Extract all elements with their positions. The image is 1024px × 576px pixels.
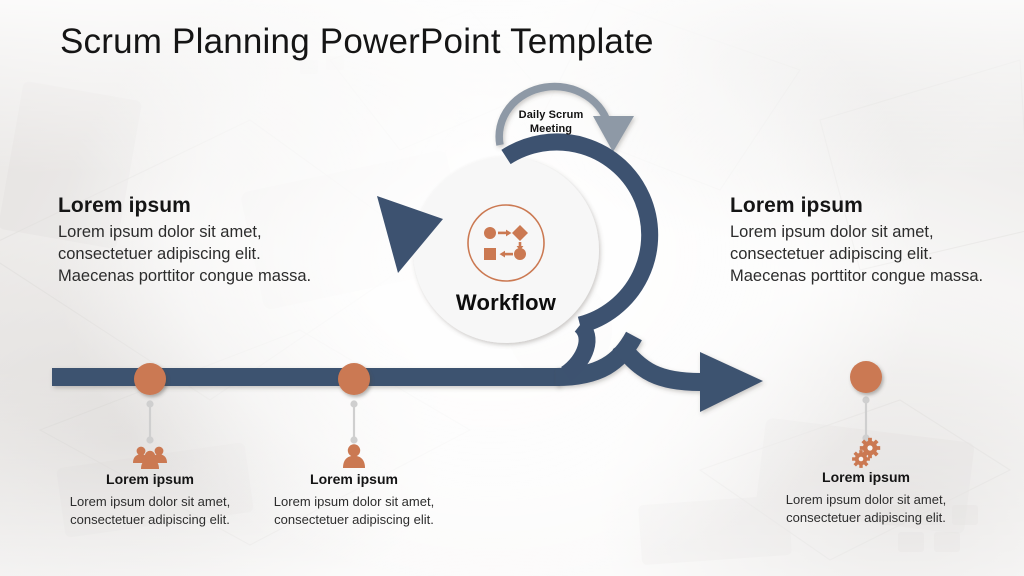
page-title: Scrum Planning PowerPoint Template [60, 22, 654, 61]
milestone-stem-1 [146, 400, 154, 444]
single-person-icon [343, 444, 365, 468]
milestone-card-1-heading: Lorem ipsum [106, 471, 194, 487]
milestone-dot-1[interactable] [134, 363, 166, 395]
workflow-center-label: Workflow [455, 290, 557, 315]
milestone-stem-2 [350, 400, 358, 444]
side-block-right-heading: Lorem ipsum [730, 194, 863, 217]
side-block-left-body: Lorem ipsum dolor sit amet, consectetuer… [58, 223, 312, 285]
milestone-card-1-body: Lorem ipsum dolor sit amet, consectetuer… [69, 494, 231, 527]
people-group-icon [133, 446, 167, 469]
milestone-card-2-heading: Lorem ipsum [310, 471, 398, 487]
workflow-circle [377, 133, 659, 381]
gears-icon [852, 437, 881, 468]
milestone-dot-3[interactable] [850, 361, 882, 393]
milestone-card-2[interactable]: Lorem ipsum Lorem ipsum dolor sit amet, … [248, 471, 460, 529]
side-block-left-heading: Lorem ipsum [58, 194, 191, 217]
daily-scrum-label-line2: Meeting [529, 123, 573, 136]
side-block-right-body: Lorem ipsum dolor sit amet, consectetuer… [730, 223, 984, 285]
daily-scrum-label: Daily Scrum Meeting [505, 108, 597, 136]
milestone-card-1[interactable]: Lorem ipsum Lorem ipsum dolor sit amet, … [44, 471, 256, 529]
milestone-card-3[interactable]: Lorem ipsum Lorem ipsum dolor sit amet, … [760, 469, 972, 527]
milestone-card-2-body: Lorem ipsum dolor sit amet, consectetuer… [273, 494, 435, 527]
side-block-right: Lorem ipsum Lorem ipsum dolor sit amet, … [730, 194, 1000, 288]
milestone-card-3-body: Lorem ipsum dolor sit amet, consectetuer… [785, 492, 947, 525]
milestone-stem-3 [862, 396, 870, 442]
milestone-dot-2[interactable] [338, 363, 370, 395]
timeline-bar [52, 368, 560, 386]
milestone-card-3-heading: Lorem ipsum [822, 469, 910, 485]
milestone-markers [134, 361, 882, 444]
side-block-left: Lorem ipsum Lorem ipsum dolor sit amet, … [58, 194, 328, 288]
workflow-diagram-icon [467, 204, 545, 282]
daily-scrum-loop-arrow [495, 82, 634, 152]
daily-scrum-label-line1: Daily Scrum [518, 109, 584, 121]
